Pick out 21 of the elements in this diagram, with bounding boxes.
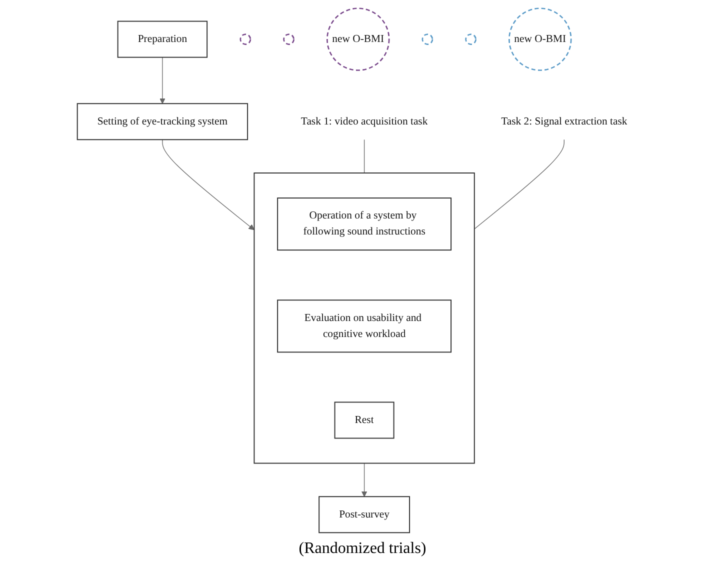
cluster bbox=[254, 172, 476, 464]
node-box: Evaluation on usability and cognitive workload bbox=[277, 299, 452, 352]
node-circle bbox=[465, 33, 477, 44]
node-box: Operation of a system by following sound instructions bbox=[277, 197, 452, 250]
node-circle bbox=[422, 33, 434, 44]
node-circle bbox=[240, 33, 252, 44]
arrow bbox=[160, 56, 166, 104]
node-text: Task 1: video acquisition task bbox=[301, 115, 428, 126]
connector bbox=[364, 138, 365, 173]
node-box: Post-survey bbox=[318, 496, 410, 533]
note-text: (Randomized trials) bbox=[298, 540, 428, 558]
node-circle bbox=[283, 33, 295, 44]
arrow bbox=[162, 138, 255, 230]
node-circle: new O-BMI bbox=[326, 7, 390, 70]
node-box: Setting of eye-tracking system bbox=[77, 102, 248, 140]
connector bbox=[474, 138, 565, 229]
node-box: Preparation bbox=[118, 20, 208, 58]
node-circle: new O-BMI bbox=[508, 7, 572, 70]
node-box: Rest bbox=[334, 401, 394, 438]
node-text: Task 2: Signal extraction task bbox=[501, 115, 628, 126]
arrow bbox=[362, 462, 368, 496]
